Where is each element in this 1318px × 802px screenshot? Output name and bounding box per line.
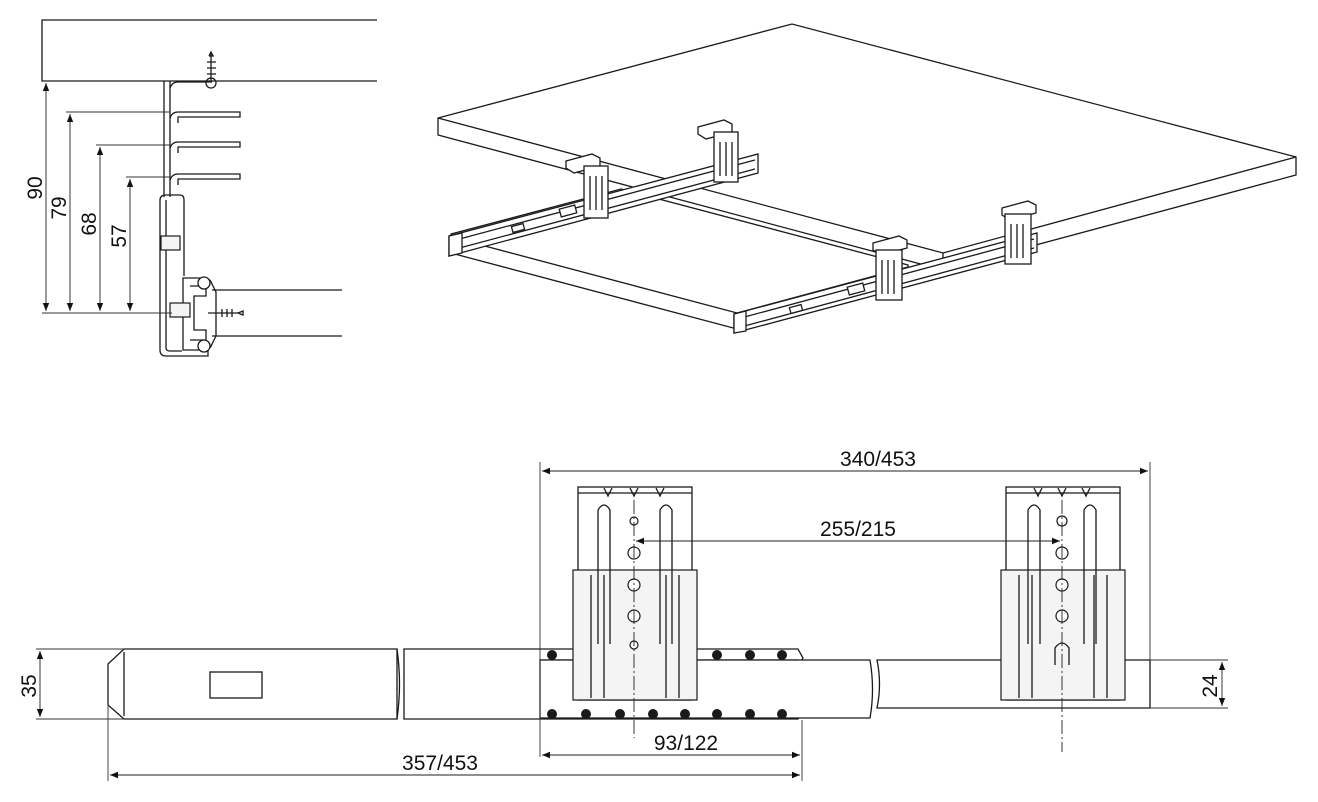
dim-label-overall-bracket-span: 340/453 [840,448,916,471]
slide-stop-window [209,671,263,699]
side-section-view: 90 79 68 57 [24,19,377,357]
dim-label-79: 79 [48,196,71,219]
mounting-bracket-right [1000,486,1126,701]
bracket-iso-4 [1001,200,1037,265]
desk-board-iso [437,23,1297,271]
slide-housing-section [159,200,209,357]
isometric-view [437,23,1297,334]
dim-label-bracket-hole-span: 255/215 [820,518,896,541]
bracket-iso-1 [565,153,609,219]
dim-label-slide-height: 35 [18,674,41,697]
dim-label-rail-height: 24 [1199,674,1222,698]
dim-label-90: 90 [24,176,47,199]
mounting-bracket-left [572,486,698,701]
dim-label-bracket-offset: 93/122 [654,732,718,755]
wood-screw-side [208,309,244,317]
bracket-plate [163,81,171,197]
wood-screw-top [205,50,217,89]
bracket-iso-2 [697,119,739,183]
bracket-iso-3 [872,235,908,301]
dim-label-57: 57 [108,224,131,247]
desk-board-section [41,19,377,82]
plan-view: 340/453 255/215 93/122 357/453 35 24 [18,448,1228,781]
dim-label-slide-length: 357/453 [402,752,478,775]
dim-label-68: 68 [78,212,101,235]
